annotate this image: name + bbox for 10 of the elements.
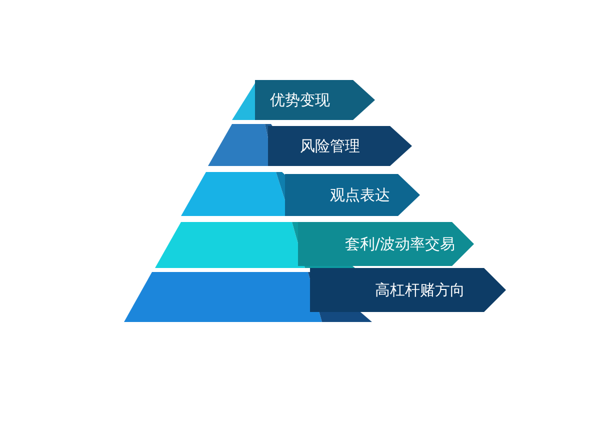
banner-label: 观点表达 (330, 186, 390, 204)
arrow-banner (268, 126, 412, 166)
arrow-banner (310, 268, 506, 312)
arrow-banner (255, 80, 375, 120)
banner-label: 套利/波动率交易 (345, 234, 456, 254)
banner-label: 优势变现 (270, 90, 330, 110)
banner-label: 风险管理 (300, 136, 360, 156)
banner-label: 高杠杆赌方向 (375, 280, 465, 300)
arrow-banner (298, 222, 474, 266)
arrow-banner (285, 174, 420, 216)
